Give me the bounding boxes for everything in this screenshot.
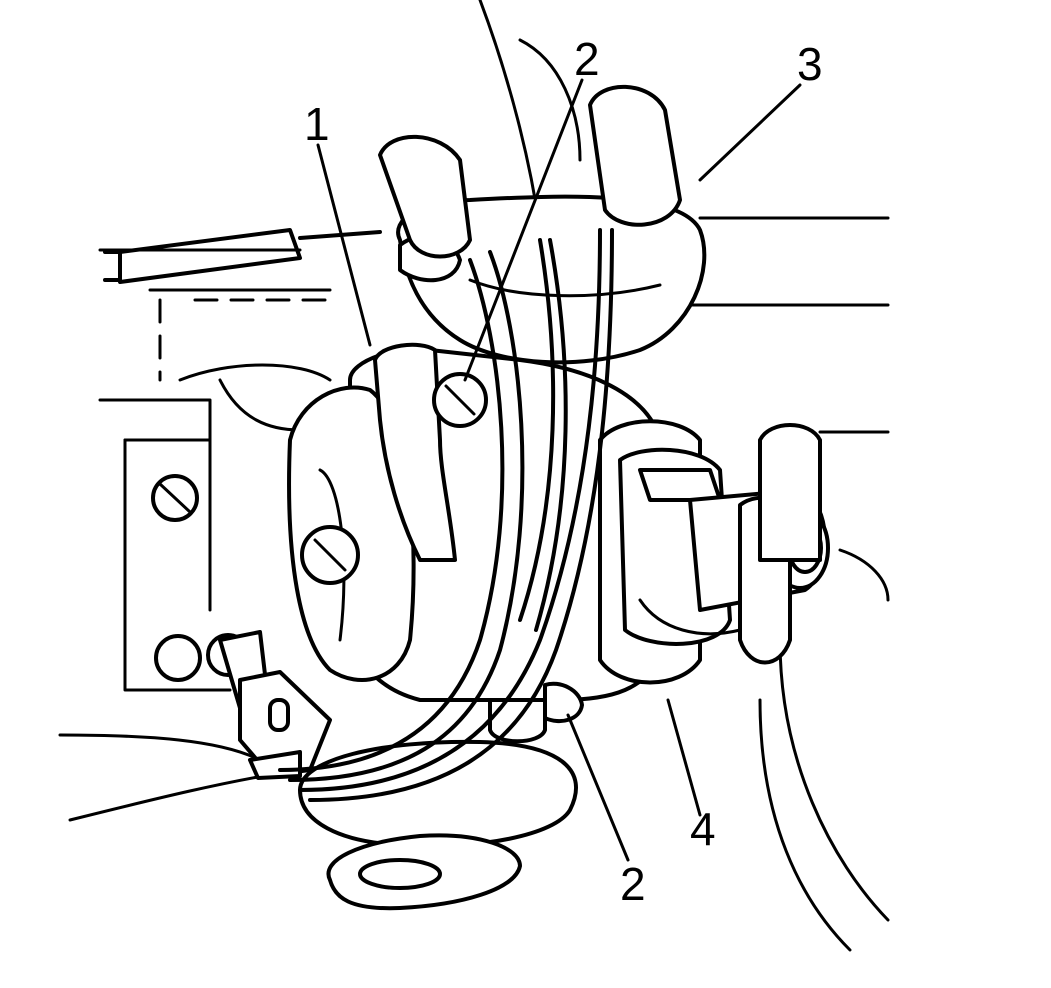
callout-1: 1 bbox=[304, 98, 330, 150]
mount-bracket bbox=[298, 672, 578, 911]
callout-labels: 1 2 3 2 4 bbox=[304, 33, 823, 910]
callout-2-bottom: 2 bbox=[620, 858, 646, 910]
callout-2-top: 2 bbox=[574, 33, 600, 85]
callout-3: 3 bbox=[797, 38, 823, 90]
block-bolts bbox=[151, 474, 270, 710]
spark-plug-wires bbox=[278, 84, 682, 802]
callout-4: 4 bbox=[690, 803, 716, 855]
wire-bracket bbox=[238, 670, 332, 780]
connector-assembly bbox=[598, 419, 830, 685]
hold-down-bolts bbox=[300, 372, 584, 724]
vacuum-hose bbox=[103, 228, 382, 284]
distributor-housing bbox=[287, 342, 662, 702]
callout-leaders bbox=[316, 78, 802, 862]
